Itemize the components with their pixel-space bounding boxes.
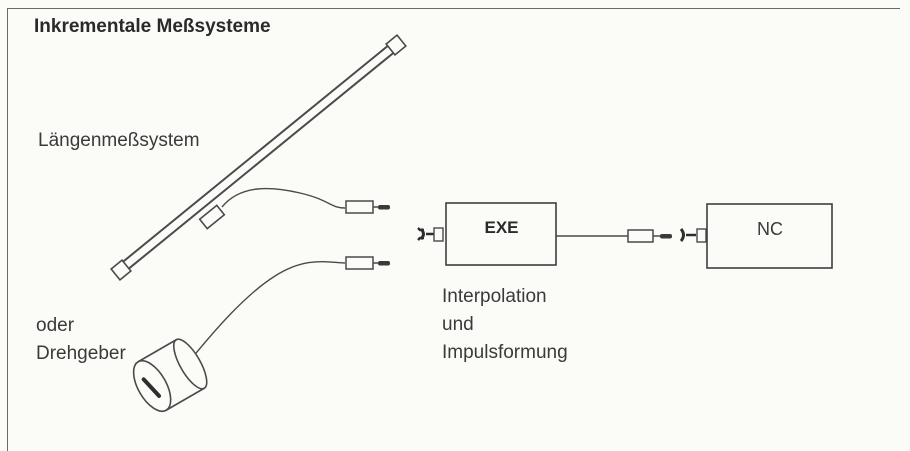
nc-label: NC <box>757 219 783 239</box>
interpolation-caption-line: Impulsformung <box>442 342 568 363</box>
rotary-encoder-label-line: Drehgeber <box>36 343 126 364</box>
rotary-encoder-label-line: oder <box>36 315 75 336</box>
nc-cable-plug <box>627 229 672 243</box>
interpolation-caption-line: und <box>442 314 474 335</box>
scanning-head <box>198 204 226 230</box>
rotary-encoder-label: oder Drehgeber <box>36 312 126 368</box>
exe-label: EXE <box>484 218 519 237</box>
linear-encoder-label: Längenmeßsystem <box>38 130 200 151</box>
interpolation-caption-line: Interpolation <box>442 286 547 307</box>
exe-box <box>445 202 557 266</box>
rotary-encoder <box>132 338 208 413</box>
linear-encoder-plug <box>345 200 390 214</box>
nc-input-socket <box>679 228 707 243</box>
nc-box <box>706 203 833 269</box>
linear-encoder <box>110 34 407 281</box>
rotary-encoder-cable <box>191 261 346 359</box>
exe-input-socket <box>417 227 444 242</box>
interpolation-caption: Interpolation und Impulsformung <box>442 283 568 367</box>
encoder-shaft <box>141 377 162 398</box>
figure-title: Inkrementale Meßsysteme <box>34 16 271 37</box>
rotary-encoder-plug <box>345 256 390 270</box>
linear-encoder-cable <box>221 187 346 209</box>
figure-frame <box>7 8 900 451</box>
